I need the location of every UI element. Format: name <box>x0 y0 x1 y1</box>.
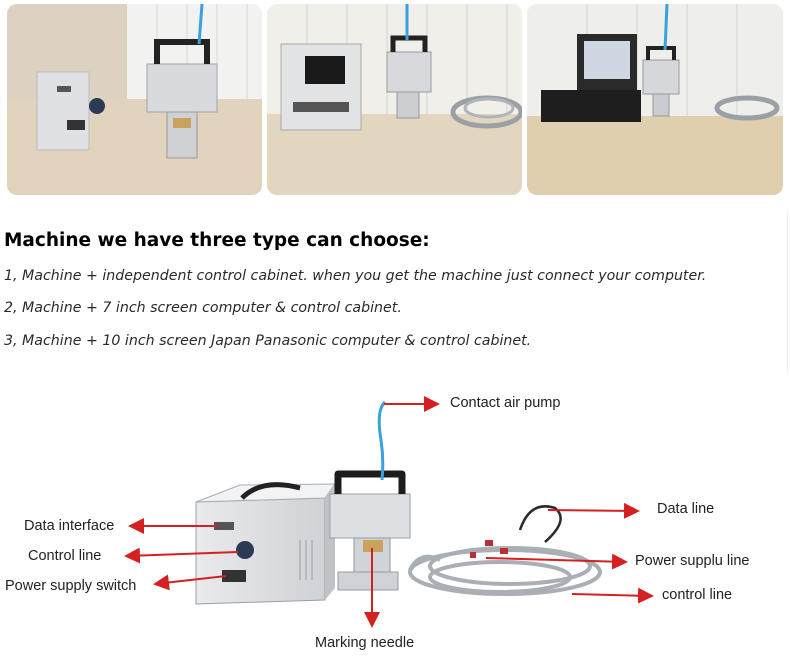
control-cabinet <box>195 482 336 605</box>
label-contact-air-pump: Contact air pump <box>450 395 561 411</box>
option-3-text: 3, Machine + 10 inch screen Japan Panaso… <box>4 333 532 349</box>
option-1-text: 1, Machine + independent control cabinet… <box>4 268 707 284</box>
page-heading: Machine we have three type can choose: <box>4 230 430 251</box>
option-2-text: 2, Machine + 7 inch screen computer & co… <box>4 300 402 316</box>
divider <box>787 212 788 372</box>
label-control-line-left: Control line <box>28 548 102 564</box>
product-photo-7-inch-computer <box>267 4 522 195</box>
product-photo-10-inch-computer <box>527 4 783 195</box>
label-data-line: Data line <box>657 501 715 517</box>
label-data-interface: Data interface <box>24 518 115 534</box>
marking-head <box>329 470 411 591</box>
label-marking-needle: Marking needle <box>315 635 415 651</box>
label-power-supply-line: Power supplu line <box>635 553 750 569</box>
product-photo-control-cabinet <box>7 4 262 195</box>
label-control-line-right: control line <box>662 587 733 603</box>
label-power-supply-switch: Power supply switch <box>5 578 137 594</box>
labeled-machine-diagram: Contact air pump Data interface Control … <box>0 380 790 666</box>
